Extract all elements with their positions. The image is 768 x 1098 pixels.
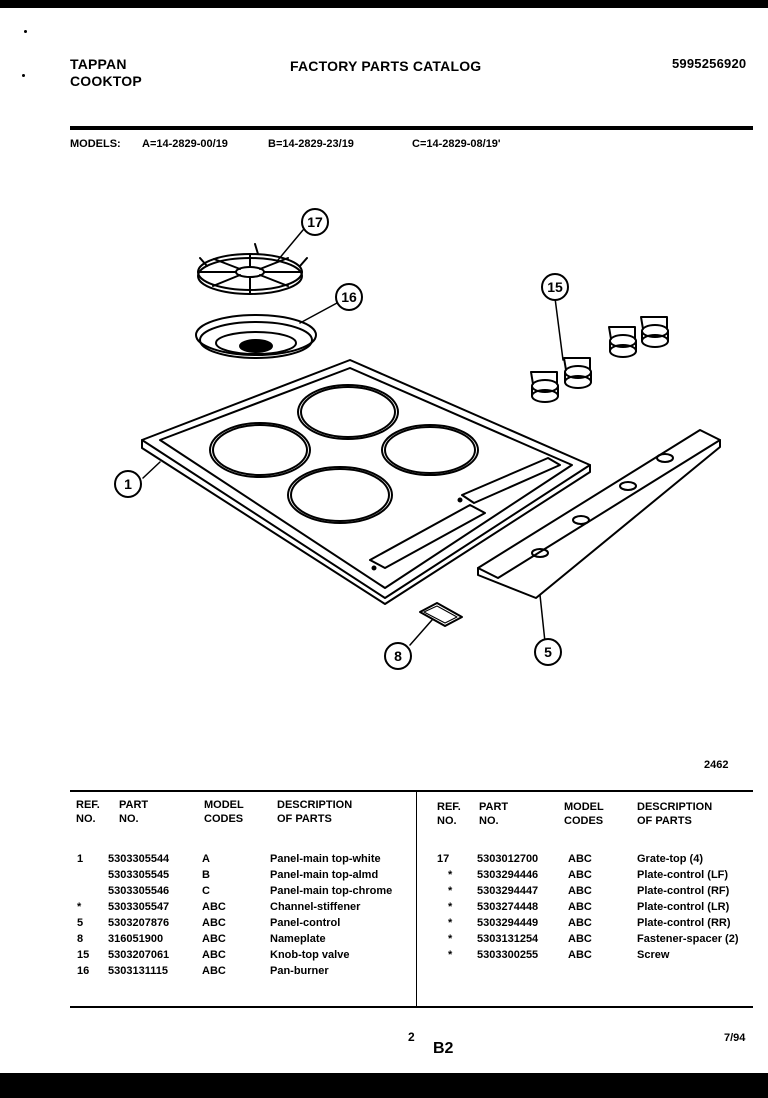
table-column-divider [416,792,417,1008]
callout-17: 17 [307,214,323,230]
callout-8: 8 [394,648,402,664]
control-knobs-part [530,316,669,403]
grate-top-part [197,243,308,295]
models-label: MODELS: [70,138,121,150]
leader-lines [142,229,564,646]
model-a: A=14-2829-00/19 [142,138,228,150]
callout-16: 16 [341,289,357,305]
callout-5: 5 [544,644,552,660]
scan-speck [24,30,27,33]
table-top-rule [70,790,753,792]
brand-name: TAPPAN [70,56,127,72]
revision-date: 7/94 [724,1032,746,1044]
product-type: COOKTOP [70,73,142,89]
header-rule [70,126,753,130]
model-b: B=14-2829-23/19 [268,138,354,150]
bottom-border [0,1073,768,1098]
page-number: 2 [408,1030,415,1044]
header-ref-left: REF.NO. [76,799,100,825]
catalog-title: FACTORY PARTS CATALOG [290,58,482,74]
page-code: B2 [433,1040,454,1057]
scan-speck [22,74,25,77]
figure-number: 2462 [704,759,729,771]
model-c: C=14-2829-08/19' [412,138,501,150]
control-panel-part [477,429,721,599]
exploded-parts-diagram: 17 16 15 1 8 5 [114,208,721,670]
main-top-panel-part [141,359,591,605]
brand-block: TAPPAN COOKTOP [70,56,142,90]
burner-pan-part [195,314,317,359]
top-border [0,0,768,8]
callout-15: 15 [547,279,563,295]
callout-1: 1 [124,476,132,492]
nameplate-part [419,602,463,627]
header-ref-right: REF.NO. [437,801,461,827]
callout-circles [114,208,569,670]
catalog-number: 5995256920 [672,56,747,71]
table-bottom-rule [70,1006,753,1008]
